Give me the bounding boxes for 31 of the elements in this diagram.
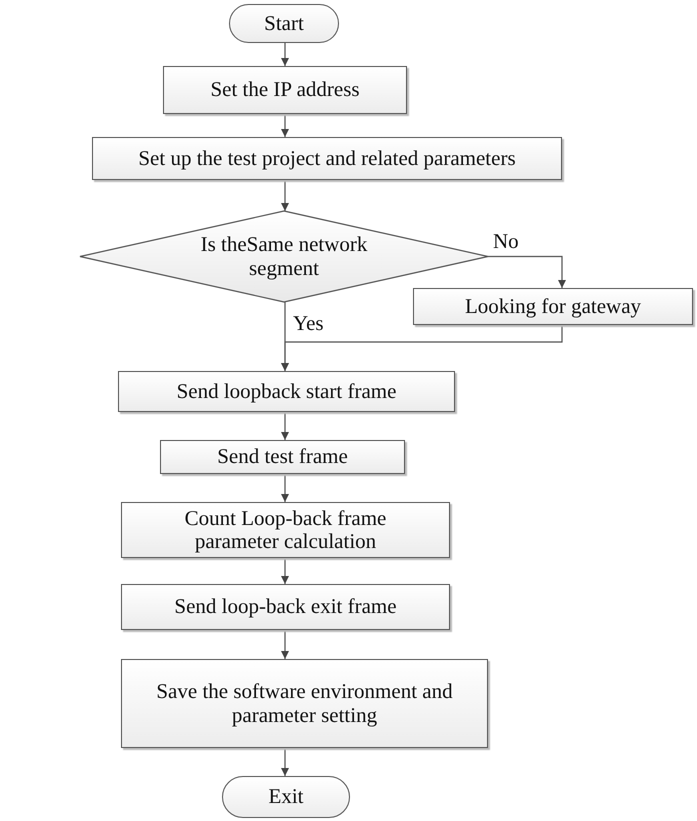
node-text: Save the software environment and parameter setting <box>155 680 454 727</box>
node-text: Send loop-back exit frame <box>173 595 398 619</box>
arrow <box>281 474 289 502</box>
arrow <box>281 748 289 776</box>
arrow <box>281 325 563 371</box>
node-text: Send loopback start frame <box>176 380 398 404</box>
process-box <box>118 371 455 412</box>
arrow <box>281 114 289 137</box>
arrow <box>281 180 289 211</box>
node-text: Set up the test project and related parameters <box>137 146 517 170</box>
process-box <box>92 137 562 180</box>
node-text: Start <box>263 12 305 36</box>
terminal-box <box>222 776 350 818</box>
process-box <box>160 440 405 474</box>
arrow <box>281 412 289 440</box>
node-text: Set the IP address <box>209 78 361 102</box>
terminal-box <box>229 4 339 43</box>
process-box <box>163 66 407 114</box>
process-box <box>121 659 488 748</box>
node-text: Looking for gateway <box>464 294 642 318</box>
process-box <box>121 584 450 630</box>
arrow <box>281 558 289 584</box>
process-box <box>413 288 693 325</box>
arrow <box>281 630 289 659</box>
process-box <box>121 502 450 558</box>
node-text: Is theSame network segment <box>200 233 368 280</box>
arrow <box>281 43 289 66</box>
node-text: Count Loop-back frame parameter calculation <box>184 506 388 554</box>
arrow <box>488 256 566 288</box>
node-text: Send test frame <box>216 445 349 469</box>
node-text: Exit <box>268 785 304 809</box>
